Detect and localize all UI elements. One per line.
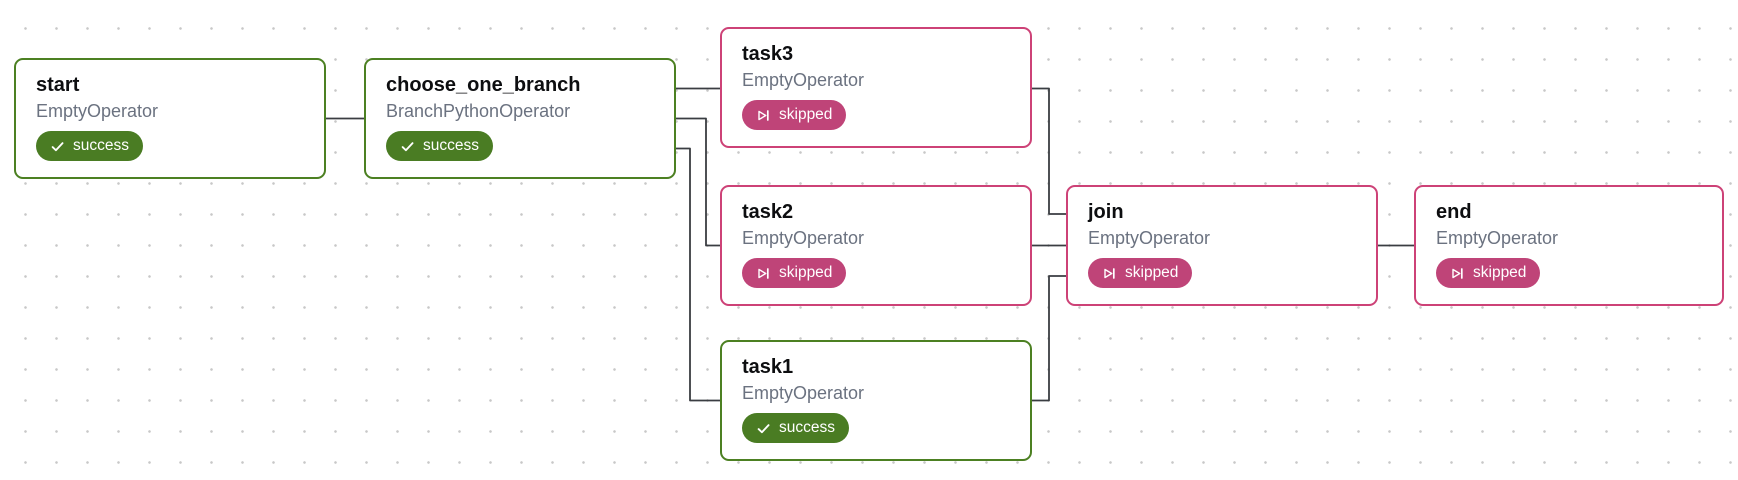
task-node-start[interactable]: start EmptyOperator success [14,58,326,179]
status-badge-success: success [742,413,849,443]
status-label: success [423,137,479,154]
task-node-title: task1 [742,356,794,378]
task-node-title: join [1088,201,1124,223]
edge-choose_one_branch-to-task1 [676,147,720,402]
status-label: success [779,419,835,436]
task-node-task2[interactable]: task2 EmptyOperator skipped [720,185,1032,306]
status-badge-skipped: skipped [1088,258,1193,288]
edge-task1-to-join [1032,275,1066,402]
task-node-title: start [36,74,80,96]
status-label: skipped [1473,264,1527,281]
task-node-task3[interactable]: task3 EmptyOperator skipped [720,27,1032,148]
check-icon [51,141,64,151]
status-label: skipped [779,264,833,281]
skip-end-icon [758,267,769,279]
status-badge-success: success [386,131,493,161]
task-node-operator: EmptyOperator [742,383,865,403]
status-label: success [73,137,129,154]
task-node-end[interactable]: end EmptyOperator skipped [1414,185,1724,306]
task-node-choose-one-branch[interactable]: choose_one_branch BranchPythonOperator s… [364,58,676,179]
skip-end-icon [1104,267,1115,279]
task-node-title: task2 [742,201,794,223]
status-badge-success: success [36,131,143,161]
task-node-title: task3 [742,43,794,65]
status-label: skipped [1125,264,1179,281]
status-badge-skipped: skipped [742,100,847,130]
task-node-title: end [1436,201,1472,223]
skip-end-icon [1452,267,1463,279]
task-node-operator: EmptyOperator [1436,228,1559,248]
task-node-task1[interactable]: task1 EmptyOperator success [720,340,1032,461]
check-icon [401,141,414,151]
edge-choose_one_branch-to-task2 [676,117,720,247]
task-node-title: choose_one_branch [386,74,581,96]
edge-task3-to-join [1032,87,1066,215]
status-badge-skipped: skipped [1436,258,1541,288]
skip-end-icon [758,109,769,121]
check-icon [757,423,770,433]
task-node-join[interactable]: join EmptyOperator skipped [1066,185,1378,306]
status-badge-skipped: skipped [742,258,847,288]
task-node-operator: EmptyOperator [1088,228,1211,248]
task-node-operator: EmptyOperator [742,70,865,90]
task-node-operator: EmptyOperator [36,101,159,121]
status-label: skipped [779,106,833,123]
task-node-operator: EmptyOperator [742,228,865,248]
task-node-operator: BranchPythonOperator [386,101,571,121]
